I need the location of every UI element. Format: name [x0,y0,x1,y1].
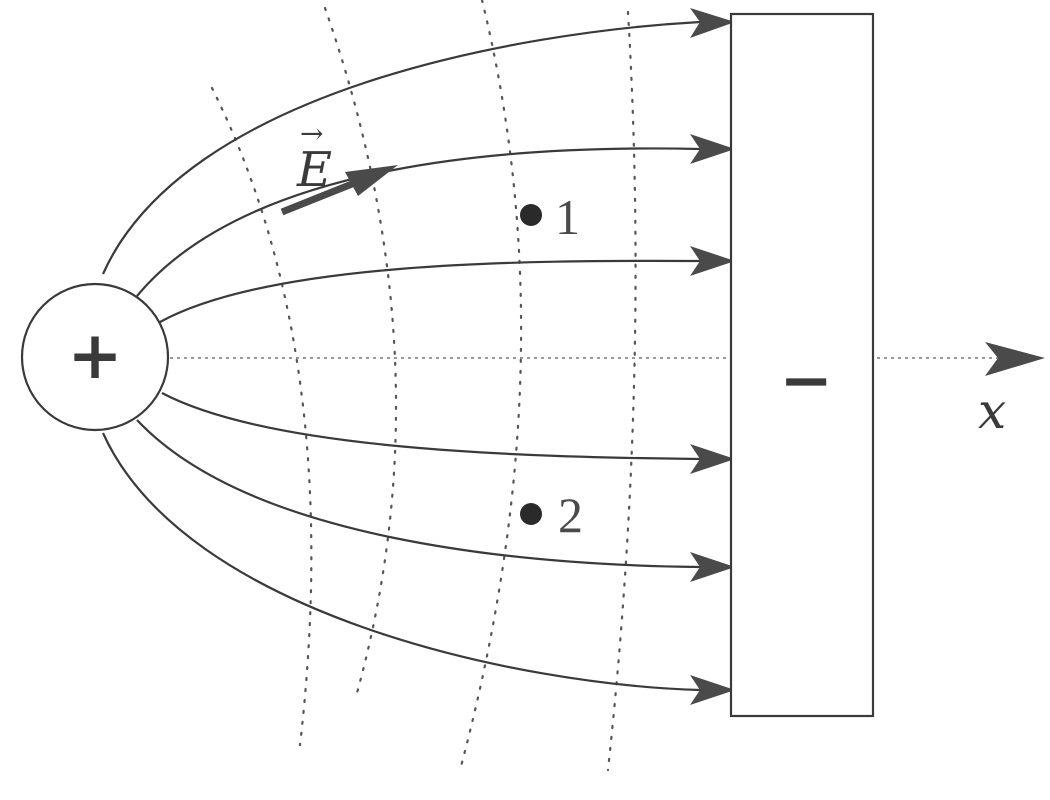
point-1-label: 1 [555,189,580,245]
x-axis-label: x [978,382,1006,440]
equipotential-line [606,10,637,772]
negative-sign: − [779,343,833,418]
equipotential-line [323,6,398,702]
field-line-arrowhead [690,246,735,276]
e-vector-label: E [296,142,332,198]
field-line [161,392,701,461]
equipotential-line [458,0,523,772]
equipotential-line [210,86,313,747]
field-line [101,20,701,275]
field-line [159,259,701,323]
field-line-arrowhead [690,134,735,164]
e-vector-arrowhead [345,165,398,196]
field-line-arrowhead [690,552,735,582]
e-vector-accent: → [300,117,323,150]
point-1-dot [520,204,542,226]
field-line-arrowhead [690,675,735,705]
field-line-arrowhead [690,8,735,38]
positive-charge [20,282,170,432]
field-line [101,432,701,692]
field-line [136,419,701,569]
point-2-label: 2 [558,487,583,543]
point-2-dot [520,503,542,525]
field-line [136,147,701,297]
negative-plate [729,12,875,718]
x-axis-arrowhead [985,342,1045,376]
positive-sign: + [67,316,122,394]
field-line-arrowhead [690,444,735,474]
